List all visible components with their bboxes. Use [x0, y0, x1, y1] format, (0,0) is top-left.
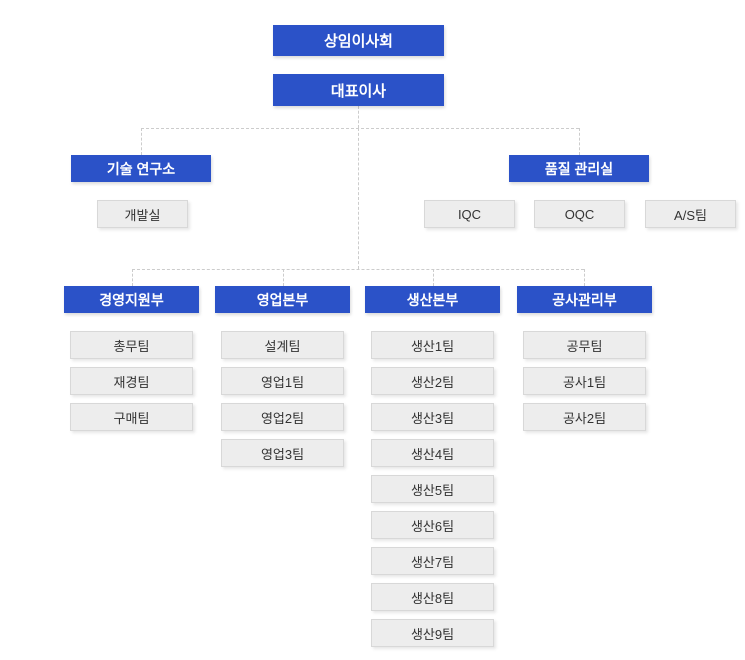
- org-node-production: 생산본부: [365, 286, 500, 313]
- connector-line: [358, 128, 359, 269]
- connector-line: [283, 269, 284, 286]
- connector-line: [584, 269, 585, 286]
- team-node: 공무팀: [523, 331, 646, 359]
- team-node: 영업3팀: [221, 439, 344, 467]
- connector-line: [358, 106, 359, 128]
- team-node: 생산3팀: [371, 403, 494, 431]
- team-node: 공사2팀: [523, 403, 646, 431]
- team-node: 생산4팀: [371, 439, 494, 467]
- org-node-tech-research: 기술 연구소: [71, 155, 211, 182]
- team-node: 총무팀: [70, 331, 193, 359]
- team-node: IQC: [424, 200, 515, 228]
- org-node-construction: 공사관리부: [517, 286, 652, 313]
- team-node: 생산6팀: [371, 511, 494, 539]
- team-node: 공사1팀: [523, 367, 646, 395]
- org-node-quality-control: 품질 관리실: [509, 155, 649, 182]
- team-node: 재경팀: [70, 367, 193, 395]
- team-node: OQC: [534, 200, 625, 228]
- connector-line: [141, 128, 579, 129]
- team-node: 생산7팀: [371, 547, 494, 575]
- team-node: 생산8팀: [371, 583, 494, 611]
- connector-line: [141, 128, 142, 155]
- connector-line: [433, 269, 434, 286]
- team-node: 개발실: [97, 200, 188, 228]
- team-node: A/S팀: [645, 200, 736, 228]
- team-node: 생산2팀: [371, 367, 494, 395]
- team-node: 생산9팀: [371, 619, 494, 647]
- team-node: 영업2팀: [221, 403, 344, 431]
- org-node-management-support: 경영지원부: [64, 286, 199, 313]
- team-node: 생산1팀: [371, 331, 494, 359]
- connector-line: [132, 269, 133, 286]
- team-node: 설계팀: [221, 331, 344, 359]
- team-node: 생산5팀: [371, 475, 494, 503]
- connector-line: [132, 269, 584, 270]
- org-node-sales: 영업본부: [215, 286, 350, 313]
- connector-line: [579, 128, 580, 155]
- org-node-board: 상임이사회: [273, 25, 444, 56]
- team-node: 구매팀: [70, 403, 193, 431]
- team-node: 영업1팀: [221, 367, 344, 395]
- org-node-ceo: 대표이사: [273, 74, 444, 106]
